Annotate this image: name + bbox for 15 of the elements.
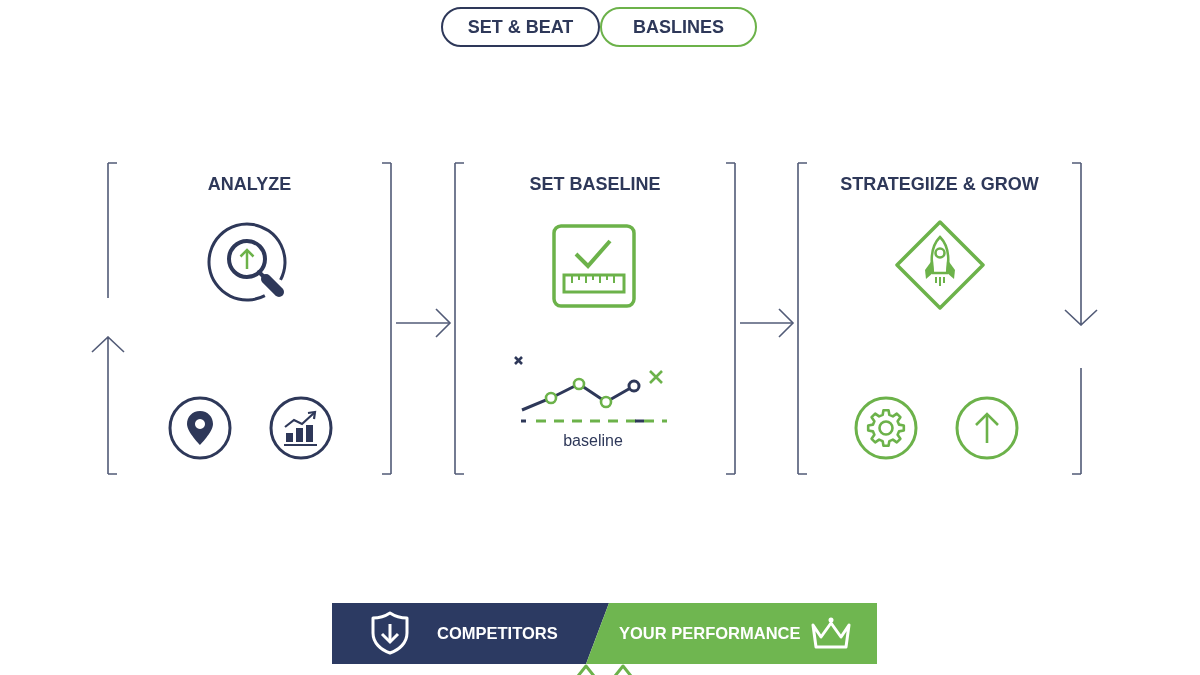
arrow (739, 308, 794, 338)
bracket-panel (454, 162, 736, 475)
bar-label: YOUR PERFORMANCE (619, 623, 801, 643)
title-pill: BASLINES (600, 7, 757, 47)
comparison-bar-segment (586, 603, 877, 664)
panel-heading: SET BASELINE (528, 173, 662, 195)
arrow (395, 308, 451, 338)
bracket-panel (107, 162, 392, 475)
title-pill: SET & BEAT (441, 7, 600, 47)
panel-heading: STRATEGIIZE & GROW (839, 173, 1040, 195)
comparison-bar-segment (332, 603, 609, 664)
panel-heading: ANALYZE (206, 173, 293, 195)
chart-label: baseline (562, 431, 624, 451)
bracket-panel (797, 162, 1082, 475)
bar-label: COMPETITORS (437, 623, 558, 643)
